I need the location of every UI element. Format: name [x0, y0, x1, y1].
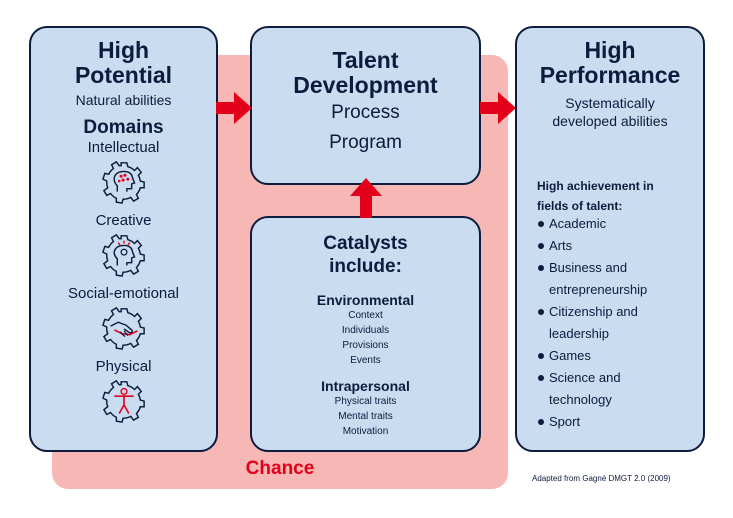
- talent-development-title-line1: Talent: [332, 47, 399, 73]
- fields-title-line2: fields of talent:: [537, 199, 623, 213]
- program-label: Program: [329, 132, 402, 153]
- catalysts-title-line2: include:: [329, 256, 402, 277]
- high-potential-title-line1: High: [97, 37, 150, 63]
- field-label: Business and: [549, 260, 628, 275]
- field-label: Citizenship and: [549, 304, 638, 319]
- list-item: Arts: [537, 235, 702, 257]
- list-item: Academic: [537, 213, 702, 235]
- bullet-dot-icon: [538, 221, 544, 227]
- catalyst-item: Motivation: [342, 426, 389, 437]
- catalysts-box: Catalysts include: Environmental Context…: [250, 216, 481, 452]
- list-item: Business and entrepreneurship: [537, 257, 702, 301]
- arrow-up-icon: [350, 178, 382, 218]
- talent-development-box: Talent Development Process Program: [250, 26, 481, 185]
- natural-abilities-label: Natural abilities: [75, 92, 172, 108]
- arrow-right-icon: [216, 92, 252, 124]
- field-label-cont: leadership: [549, 326, 609, 341]
- bullet-dot-icon: [538, 375, 544, 381]
- intrapersonal-heading: Intrapersonal: [321, 378, 410, 394]
- list-item: Citizenship and leadership: [537, 301, 702, 345]
- catalyst-item: Events: [350, 355, 381, 366]
- bullet-dot-icon: [538, 265, 544, 271]
- high-performance-box: High Performance Systematically develope…: [515, 26, 705, 452]
- field-label: Sport: [549, 414, 581, 429]
- catalyst-item: Physical traits: [334, 396, 397, 407]
- catalysts-title-line1: Catalysts: [323, 233, 408, 254]
- domain-physical-label: Physical: [95, 358, 152, 375]
- process-label: Process: [331, 102, 400, 123]
- source-footnote: Adapted from Gagné DMGT 2.0 (2009): [532, 474, 671, 483]
- right-subtitle-line2: developed abilities: [552, 113, 668, 129]
- fields-list: Academic Arts Business and entrepreneursh…: [537, 213, 702, 433]
- field-label-cont: entrepreneurship: [549, 282, 648, 297]
- domains-heading: Domains: [83, 117, 164, 138]
- idea-head-gear-icon: [101, 233, 145, 277]
- handshake-gear-icon: [101, 306, 145, 350]
- high-performance-title-line1: High: [584, 37, 636, 63]
- domain-intellectual-label: Intellectual: [87, 139, 160, 156]
- chance-label: Chance: [245, 458, 315, 479]
- brain-gear-icon: [101, 160, 145, 204]
- list-item: Games: [537, 345, 702, 367]
- domain-social-emotional-label: Social-emotional: [68, 285, 179, 302]
- catalyst-item: Individuals: [341, 325, 390, 336]
- right-subtitle-line1: Systematically: [565, 95, 655, 111]
- field-label: Games: [549, 348, 591, 363]
- environmental-heading: Environmental: [316, 292, 415, 308]
- high-performance-title-line2: Performance: [539, 62, 681, 88]
- list-item: Science and technology: [537, 367, 702, 411]
- catalyst-item: Context: [348, 310, 383, 321]
- high-potential-box: High Potential Natural abilities Domains…: [29, 26, 218, 452]
- bullet-dot-icon: [538, 243, 544, 249]
- arrow-right-icon: [480, 92, 516, 124]
- high-potential-title-line2: Potential: [74, 62, 173, 88]
- environmental-group: Environmental Context Individuals Provis…: [252, 292, 479, 368]
- domain-creative-label: Creative: [95, 212, 152, 229]
- field-label: Academic: [549, 216, 607, 231]
- body-gear-icon: [101, 379, 145, 423]
- field-label-cont: technology: [549, 392, 612, 407]
- intrapersonal-group: Intrapersonal Physical traits Mental tra…: [252, 378, 479, 439]
- bullet-dot-icon: [538, 419, 544, 425]
- catalyst-item: Mental traits: [338, 411, 393, 422]
- list-item: Sport: [537, 411, 702, 433]
- bullet-dot-icon: [538, 309, 544, 315]
- catalyst-item: Provisions: [342, 340, 389, 351]
- fields-title-line1: High achievement in: [537, 179, 654, 193]
- bullet-dot-icon: [538, 353, 544, 359]
- fields-title: High achievement in fields of talent:: [537, 176, 697, 216]
- field-label: Science and: [549, 370, 621, 385]
- talent-development-title-line2: Development: [293, 72, 438, 98]
- field-label: Arts: [549, 238, 573, 253]
